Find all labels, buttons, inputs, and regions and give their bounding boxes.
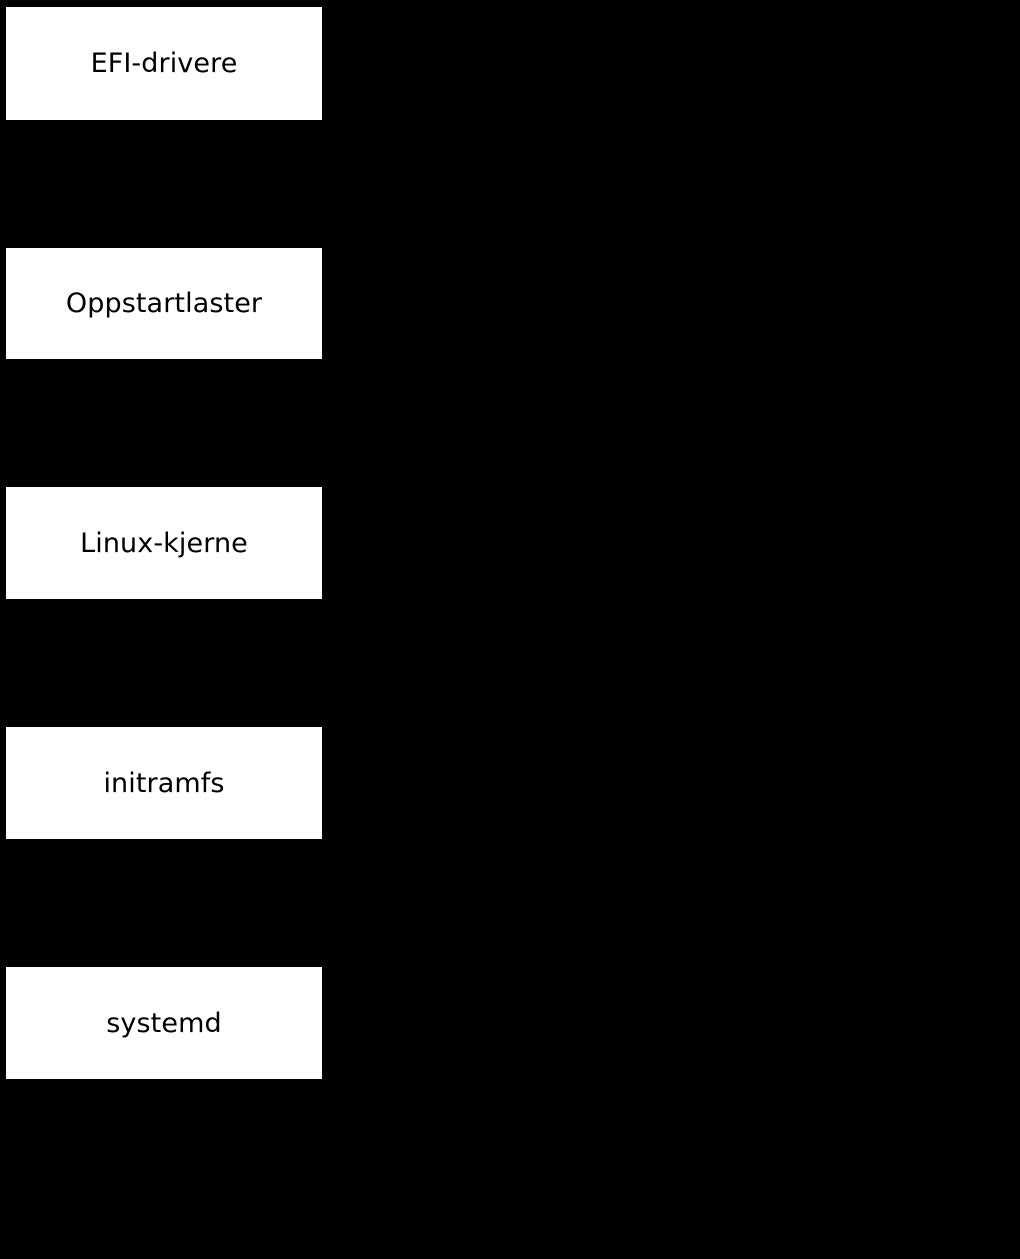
stage-box-oppstartlaster[interactable]: Oppstartlaster — [6, 248, 322, 359]
stage-label: Linux-kjerne — [80, 527, 248, 559]
stage-box-systemd[interactable]: systemd — [6, 967, 322, 1079]
stage-label: EFI-drivere — [90, 48, 238, 79]
stage-box-linux-kjerne[interactable]: Linux-kjerne — [6, 487, 322, 599]
stage-box-initramfs[interactable]: initramfs — [6, 727, 322, 839]
stage-box-efi-drivere[interactable]: EFI-drivere — [6, 7, 322, 120]
stage-label: systemd — [106, 1007, 222, 1039]
stage-label: initramfs — [103, 767, 225, 799]
stage-label: Oppstartlaster — [65, 288, 263, 319]
